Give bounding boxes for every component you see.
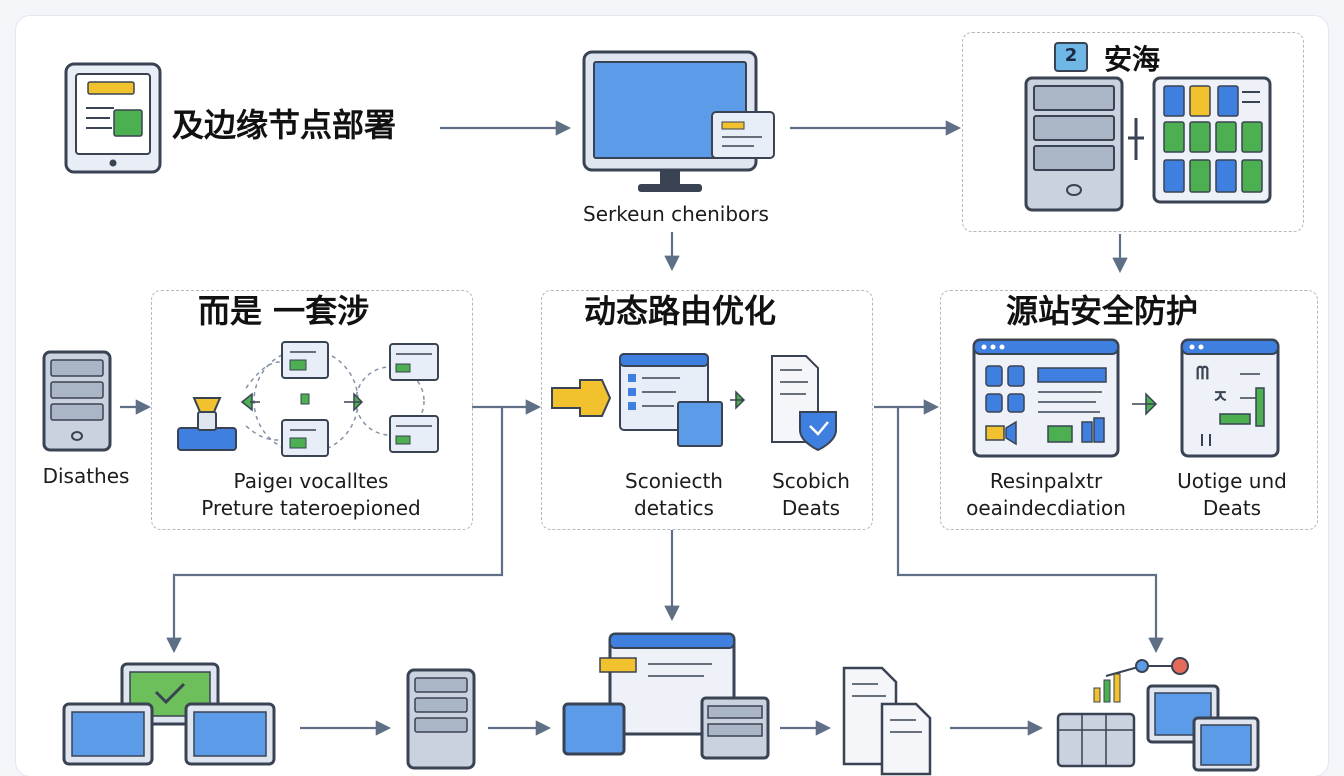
user-pin-icon <box>177 397 237 451</box>
box-origin-security <box>940 290 1318 530</box>
client-monitors-icon <box>62 662 276 766</box>
report-glyph-2: ㅈ <box>1212 387 1229 408</box>
monitor-label: Serkeun chenibors <box>583 202 769 226</box>
box-traffic-label-line1: Paigeı vocalltes <box>233 469 389 493</box>
monitor-icon <box>582 50 775 192</box>
box-routing-label-left-line2: detatics <box>634 496 714 520</box>
box-traffic <box>151 290 473 530</box>
routing-illustration <box>551 353 837 452</box>
top-left-title: 及边缘节点部署 <box>172 106 397 144</box>
box-routing-label-left-line1: Sconiecth <box>625 469 723 493</box>
box-origin-security-label-right-line1: Uotige und <box>1177 469 1287 493</box>
left-server-icon <box>42 350 112 452</box>
connector-layer <box>120 120 1164 736</box>
box-origin-security-label-left-line2: oeaindecdiation <box>966 496 1126 520</box>
grid-panel-icon <box>1152 76 1272 204</box>
plus-connector-icon <box>1128 118 1144 160</box>
badge-number: 2 <box>1064 45 1078 66</box>
tablet-icon <box>64 62 162 174</box>
security-report-icon <box>1180 338 1280 458</box>
arrow-box3-down-right <box>896 407 1164 654</box>
box-routing-label-right-line2: Deats <box>781 496 841 520</box>
box-traffic-label: Paigeı vocalltes Preture tateroepioned <box>156 468 466 522</box>
bottom-window-server-icon <box>562 632 770 760</box>
box-origin-security-label-right-line2: Deats <box>1202 496 1262 520</box>
security-group-title: 安海 <box>1104 43 1161 76</box>
security-dashboard-icon <box>972 338 1120 458</box>
box-traffic-title: 而是 一套涉 <box>198 292 370 330</box>
security-group-box <box>962 32 1304 232</box>
left-server-label: Disathes <box>42 464 130 488</box>
plug-icon <box>551 379 612 417</box>
box-origin-security-title: 源站安全防护 <box>1006 292 1199 330</box>
shield-icon <box>799 411 837 452</box>
box-origin-security-label-right: Uotige und Deats <box>1160 468 1304 522</box>
bottom-documents-icon <box>842 666 932 776</box>
traffic-doc-icon-3 <box>389 343 439 381</box>
bottom-network-dashboard-icon <box>1056 657 1260 772</box>
box-routing-label-left: Sconiecth detatics <box>594 468 754 522</box>
server-rack-icon <box>1024 76 1124 212</box>
box-origin-security-label-left-line1: Resinpalxtr <box>989 469 1103 493</box>
box-routing-title: 动态路由优化 <box>584 292 777 330</box>
box-traffic-label-line2: Preture tateroepioned <box>201 496 421 520</box>
bottom-server-icon <box>406 668 476 770</box>
badge-icon <box>1054 42 1088 72</box>
box-origin-security-label-left: Resinpalxtr oeaindecdiation <box>948 468 1144 522</box>
box-routing-label-right-line1: Scobich <box>772 469 850 493</box>
security-arrow-icon <box>1132 392 1158 416</box>
box-routing-label-right: Scobich Deats <box>752 468 870 522</box>
traffic-doc-icon-4 <box>389 415 439 453</box>
traffic-distribution-illustration <box>177 341 439 457</box>
arrow-box1-down-left <box>166 407 504 654</box>
report-glyph-1: ᗰ <box>1196 363 1209 384</box>
box-routing <box>541 290 873 530</box>
